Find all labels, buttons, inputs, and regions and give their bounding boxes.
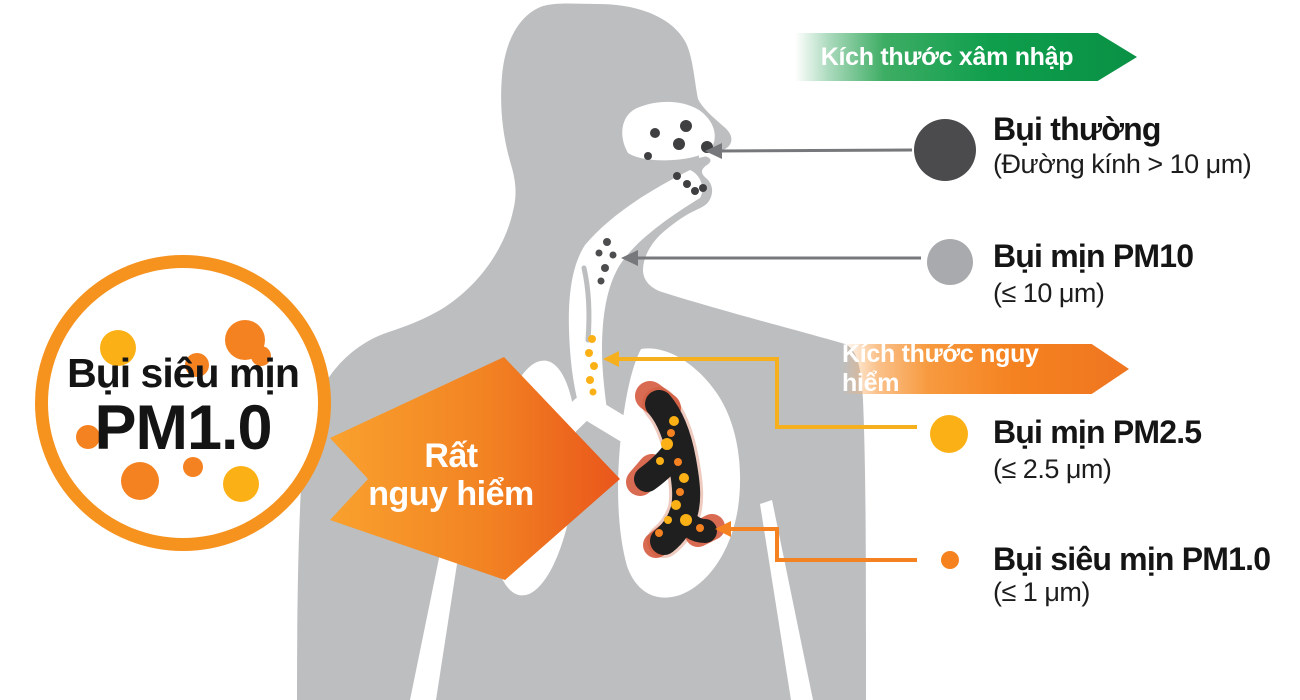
bubble-dot (183, 457, 203, 477)
danger-arrow-label: Rất nguy hiểm (366, 437, 536, 513)
pm1-pointer (715, 521, 917, 562)
banner-intrusion-label: Kích thước xâm nhập (820, 42, 1074, 71)
normal-dust-subtitle: (Đường kính > 10 μm) (993, 149, 1252, 179)
banner-danger-size: Kích thước nguy hiểm (842, 344, 1129, 394)
bubble-line2: PM1.0 (94, 393, 272, 464)
pm25-title: Bụi mịn PM2.5 (993, 414, 1202, 450)
normal-dust-title: Bụi thường (993, 111, 1161, 147)
danger-arrow-line1: Rất (424, 437, 478, 475)
pm1-subtitle: (≤ 1 μm) (993, 577, 1090, 607)
pm1-magnifier-bubble: Bụi siêu mịn PM1.0 (35, 255, 331, 551)
pm25-subtitle: (≤ 2.5 μm) (993, 454, 1112, 484)
bubble-dot (121, 462, 159, 500)
nasal-cavity (622, 101, 715, 161)
normal-dust-pointer (705, 143, 913, 159)
pm10-swatch (927, 239, 973, 285)
pm10-dots (595, 238, 617, 285)
danger-arrow (330, 357, 620, 580)
normal-dust-swatch (914, 119, 976, 181)
pm25-dots (585, 335, 598, 396)
bubble-dot (223, 466, 259, 502)
pm1-swatch (941, 551, 959, 569)
coarse-dust-dots (644, 120, 713, 195)
banner-intrusion-size: Kích thước xâm nhập (795, 33, 1137, 81)
bubble-dot (185, 353, 209, 377)
bubble-line1: Bụi siêu mịn (67, 350, 300, 396)
bubble-dot (100, 330, 136, 366)
pm25-swatch (930, 415, 968, 453)
pm10-title: Bụi mịn PM10 (993, 238, 1194, 274)
bronchial-tree (626, 381, 725, 558)
pm10-subtitle: (≤ 10 μm) (993, 278, 1105, 308)
pm25-pointer (603, 351, 917, 429)
pm1-title: Bụi siêu mịn PM1.0 (993, 541, 1271, 577)
pm10-pointer (621, 250, 921, 266)
bubble-text: Bụi siêu mịn PM1.0 (48, 350, 318, 464)
danger-arrow-line2: nguy hiểm (368, 475, 534, 513)
epiglottis-line (581, 265, 592, 343)
bubble-dot (76, 425, 100, 449)
banner-danger-label: Kích thước nguy hiểm (842, 340, 1039, 397)
pm1-dots-in-lung (655, 416, 704, 537)
bubble-dot (251, 346, 271, 366)
